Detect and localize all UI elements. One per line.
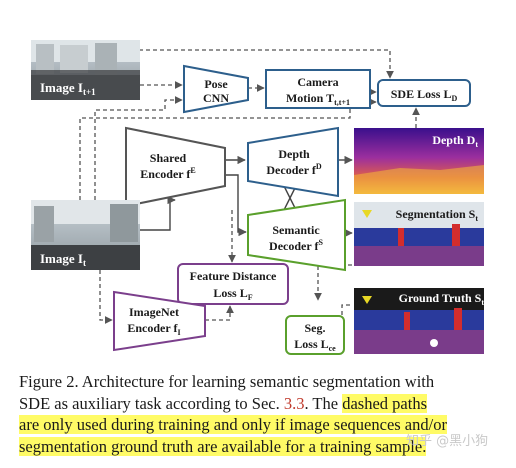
shared-encoder-block: Shared Encoder fE [125, 126, 226, 208]
sde-loss-block: SDE Loss LD [377, 79, 471, 107]
caption-line-1: Figure 2. Architecture for learning sema… [19, 372, 435, 391]
camera-motion-label-1: Camera [297, 75, 338, 89]
imagenet-encoder-block: ImageNet Encoder fI [113, 290, 206, 352]
ground-truth-label: Ground Truth St [399, 291, 485, 307]
image-next-block: Image It+1 [31, 40, 140, 100]
segmentation-output-label: Segmentation St [396, 207, 479, 223]
depth-decoder-label-2: Decoder fD [266, 162, 321, 177]
pose-cnn-label-2: CNN [203, 91, 229, 105]
depth-decoder-block: Depth Decoder fD [247, 126, 339, 198]
segmentation-output-block: Segmentation St [354, 202, 484, 266]
caption-line-2a: SDE as auxiliary task according to Sec. [19, 393, 284, 413]
image-next-label: Image It+1 [40, 80, 96, 97]
semantic-decoder-label-1: Semantic [272, 223, 320, 237]
ground-truth-block: Ground Truth St [354, 288, 484, 354]
highlight-line-4: segmentation ground truth are available … [19, 436, 427, 456]
image-current-block: Image It [31, 200, 140, 270]
shared-encoder-label-1: Shared [150, 151, 187, 165]
feature-distance-label-1: Feature Distance [190, 269, 277, 283]
camera-motion-block: Camera Motion Tt,t+1 [265, 69, 371, 109]
imagenet-encoder-label-2: Encoder fI [127, 321, 180, 337]
figure-caption: Figure 2. Architecture for learning sema… [19, 371, 501, 457]
arrow-image-to-shared [140, 195, 176, 231]
highlight-dashed-paths: dashed paths [342, 393, 427, 413]
dashed-arrow-seg-to-loss [314, 264, 352, 301]
shared-encoder-label-2: Encoder fE [140, 166, 195, 181]
image-current-label: Image It [40, 251, 86, 268]
imagenet-encoder-label-1: ImageNet [129, 305, 179, 319]
dashed-arrow-imagenet-to-feature [205, 305, 234, 321]
arrow-shared-to-semantic [225, 174, 247, 237]
watermark: 知乎 @黑小狗 [406, 434, 489, 449]
highlight-line-3: are only used during training and only i… [19, 415, 447, 434]
seg-loss-label-2: Loss Lce [294, 337, 336, 353]
semantic-decoder-label-2: Decoder fS [269, 238, 323, 253]
camera-motion-label-2: Motion Tt,t+1 [286, 91, 350, 107]
sde-loss-label: SDE Loss LD [391, 87, 458, 103]
seg-loss-block: Seg. Loss Lce [285, 315, 345, 355]
caption-line-2b: . The [304, 393, 343, 413]
depth-output-block: Depth Dt [354, 128, 484, 194]
dashed-arrow-image-to-imagenet [99, 270, 113, 324]
architecture-diagram: Image It+1 Pose CNN Camera Motion Tt,t+1… [31, 40, 484, 355]
feature-distance-block: Feature Distance Loss LF [177, 263, 289, 305]
pose-cnn-block: Pose CNN [183, 64, 249, 114]
section-reference-link[interactable]: 3.3 [283, 393, 305, 413]
dashed-arrow-image-current-to-sde [79, 98, 377, 200]
feature-distance-label-2: Loss LF [213, 286, 252, 302]
pose-cnn-label-1: Pose [204, 77, 228, 91]
dashed-arrow-image-current-to-pose [94, 96, 183, 200]
semantic-decoder-block: Semantic Decoder fS [247, 198, 346, 272]
seg-loss-label-1: Seg. [305, 321, 326, 335]
depth-output-label: Depth Dt [432, 133, 478, 149]
depth-decoder-label-1: Depth [278, 147, 310, 161]
